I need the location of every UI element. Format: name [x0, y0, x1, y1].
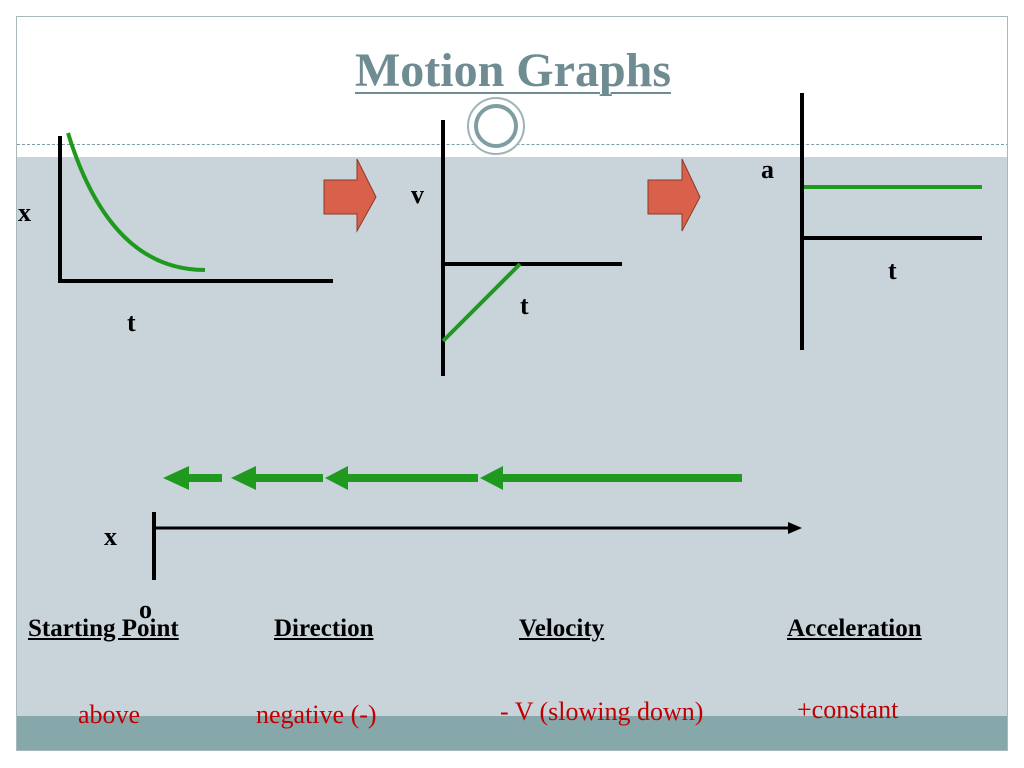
graph2-line [441, 262, 522, 343]
motion-arrow-3-head [231, 466, 256, 490]
slide-title: Motion Graphs [354, 44, 672, 97]
value-starting-point: above [78, 700, 141, 729]
graph2-x-label: t [520, 291, 529, 320]
graph1-curve [66, 132, 206, 272]
motion-arrow-4-head [163, 466, 189, 490]
value-acceleration: +constant [797, 695, 899, 724]
motion-arrow-2-head [325, 466, 348, 490]
graph3-y-label: a [761, 155, 774, 184]
motion-arrow-1-head [480, 466, 503, 490]
value-direction: negative (-) [256, 700, 377, 729]
heading-velocity: Velocity [519, 615, 605, 642]
graph2-y-label: v [411, 180, 424, 209]
graph1-x-label: t [127, 308, 136, 337]
graph3-x-label: t [888, 256, 897, 285]
number-line-label: x [104, 522, 117, 551]
velocity-time-graph [441, 120, 622, 376]
ring-icon [467, 97, 525, 155]
number-line-arrowhead [788, 522, 802, 534]
motion-arrows [163, 466, 742, 490]
bottom-band [17, 716, 1007, 750]
number-line [152, 512, 802, 580]
heading-direction: Direction [274, 615, 374, 642]
heading-acceleration: Acceleration [787, 615, 922, 642]
graph1-y-label: x [18, 198, 31, 227]
acceleration-time-graph [800, 93, 982, 350]
position-time-graph [58, 132, 333, 283]
right-arrow-2 [647, 158, 701, 232]
origin-label: o [139, 595, 152, 624]
right-arrow-1 [323, 158, 377, 233]
value-velocity: - V (slowing down) [500, 697, 704, 726]
heading-starting-point: Starting Point [28, 615, 179, 642]
slide-body-background [17, 157, 1007, 750]
